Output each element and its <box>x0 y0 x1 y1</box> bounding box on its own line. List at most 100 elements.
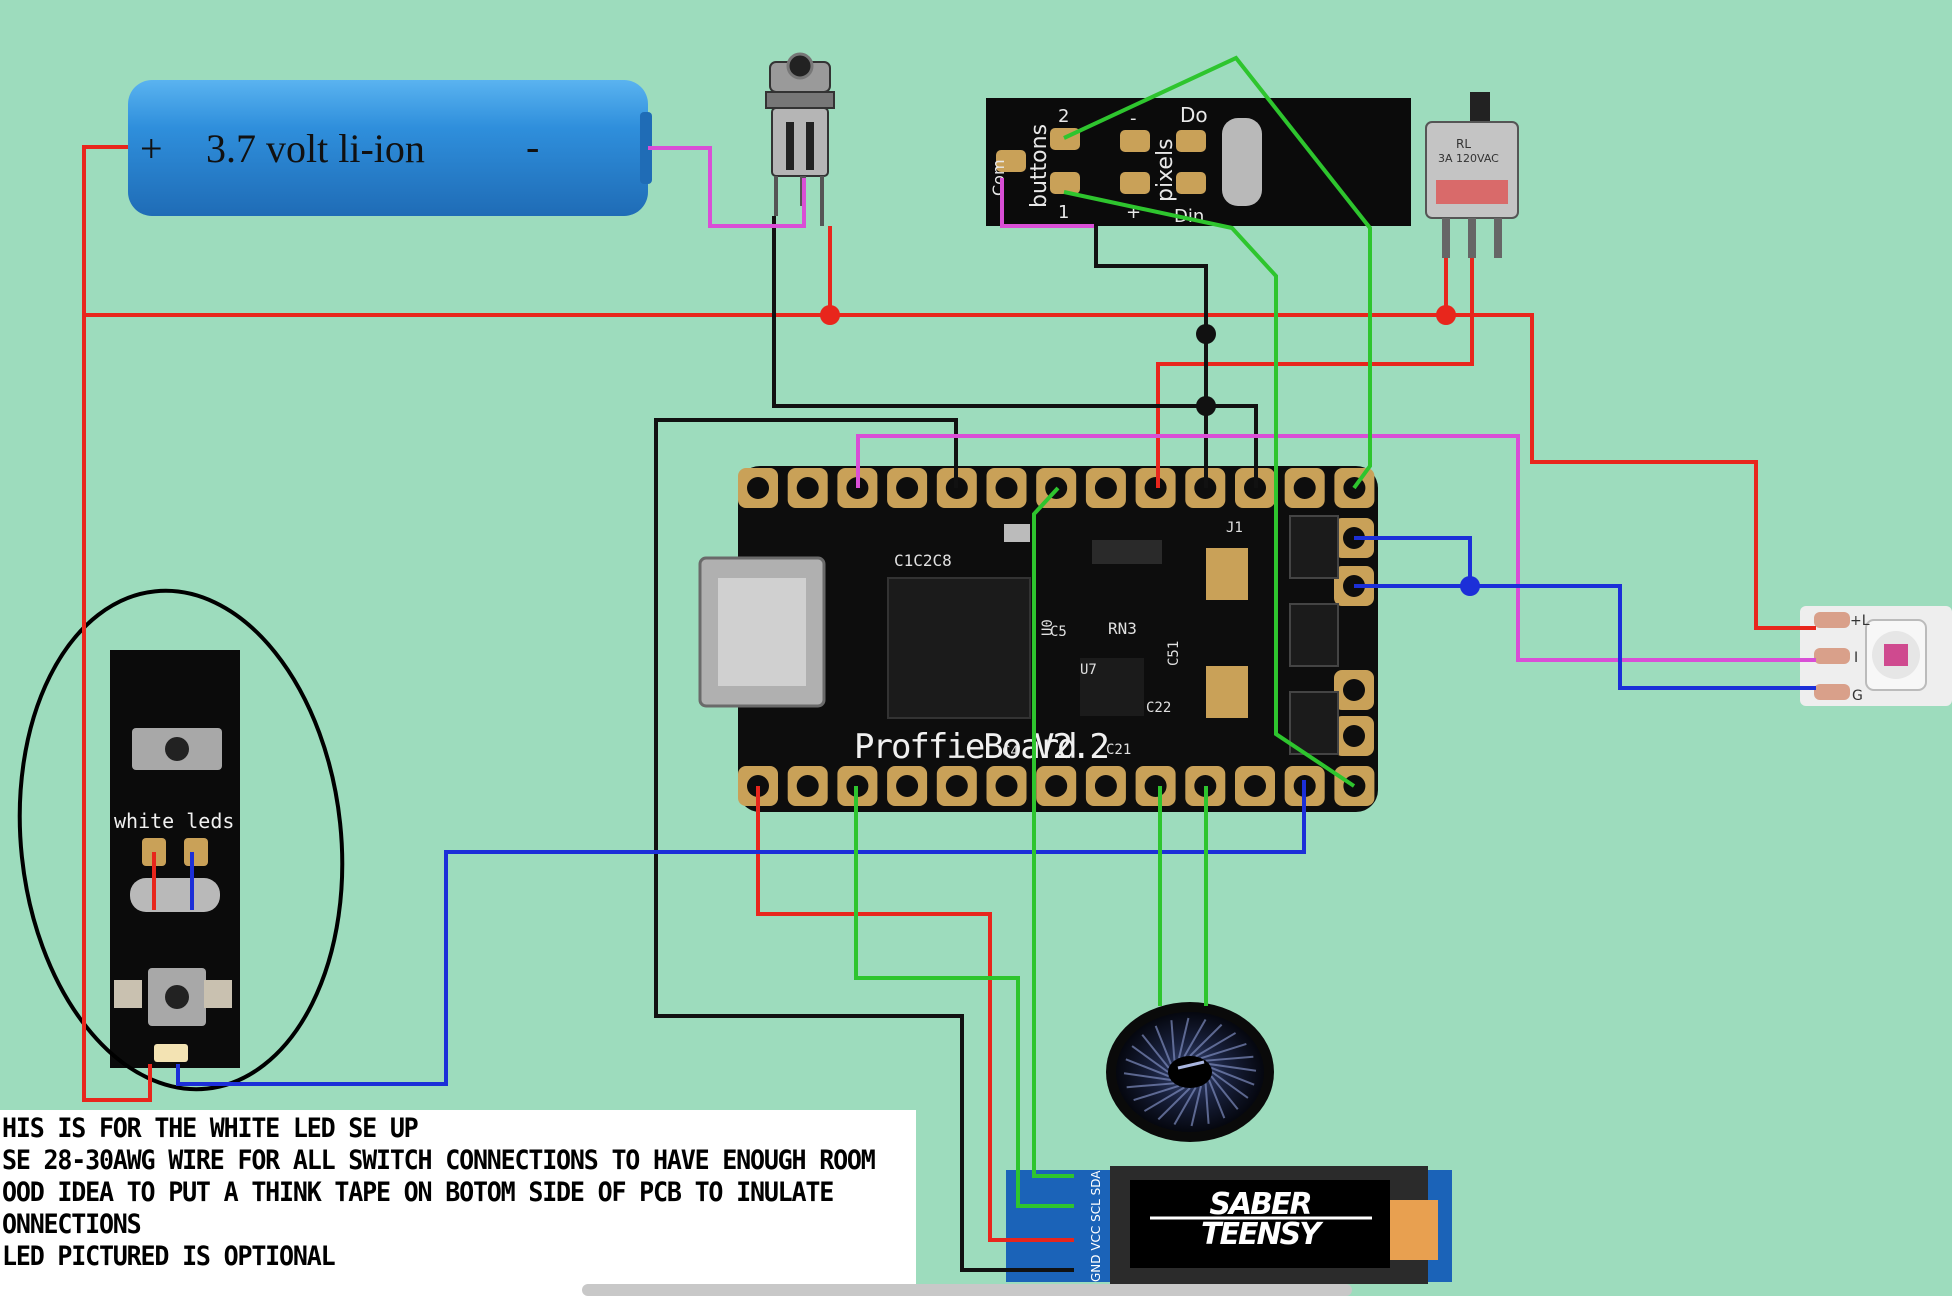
proffieboard-version: V2.2 <box>1034 727 1108 767</box>
board-pad-hole <box>1094 477 1117 499</box>
mark-c21: C21 <box>1106 742 1131 758</box>
speaker-cone-rib <box>1157 1087 1191 1121</box>
board-pad-hole <box>1144 775 1167 797</box>
speaker-cone-rib <box>1125 1058 1170 1078</box>
speaker-cone-rib <box>1183 1019 1207 1058</box>
mark-j1: J1 <box>1226 520 1243 536</box>
speaker-cone-rib <box>1170 1020 1176 1061</box>
oled-logo-line1: SABER <box>1209 1187 1310 1222</box>
board-pad-hole <box>1094 775 1117 797</box>
oled-display: GND VCC SCL SDA SABER TEENSY <box>1006 1166 1452 1284</box>
neopixel-led: +L I G <box>1800 606 1952 706</box>
speaker-cone-rib <box>1123 1072 1172 1081</box>
proffieboard-name: ProffieBoard <box>854 727 1076 767</box>
wire-red-main-rail <box>84 313 1816 630</box>
speaker-cone-rib <box>1200 1042 1247 1060</box>
junction-blue <box>1460 576 1480 596</box>
board-pad-hole <box>945 775 968 797</box>
neopixel-plus-label: +L <box>1850 613 1870 629</box>
wire-green-button-1 <box>1063 55 1372 490</box>
button-pad-1 <box>1050 172 1080 194</box>
mark-c1c2c8: C1C2C8 <box>894 551 952 570</box>
button-board: buttons pixels 2 1 Com Do Din + - <box>986 98 1411 227</box>
speaker-cone-rib <box>1131 1045 1169 1073</box>
junction-black-1 <box>1196 324 1216 344</box>
battery: + 3.7 volt li-ion - <box>128 80 652 216</box>
pixel-pad-do-label: Do <box>1180 103 1208 127</box>
button-pad-com <box>996 150 1026 172</box>
wire-blue-neopixel-2 <box>1354 584 1816 690</box>
junction-red-switch <box>1436 305 1456 325</box>
pixel-pad-minus <box>1120 130 1150 152</box>
board-pad-hole <box>896 775 919 797</box>
wire-black-oled <box>654 418 1074 1272</box>
oled-pin-labels: GND VCC SCL SDA <box>1089 1170 1103 1282</box>
battery-plus-label: + <box>140 126 163 171</box>
proffieboard-side-pads <box>1334 518 1374 756</box>
board-pad-hole <box>1343 775 1366 797</box>
speaker-cone-rib <box>1141 1034 1170 1069</box>
speaker-cone-rib <box>1143 1086 1185 1112</box>
speaker-cone-rib <box>1189 1023 1223 1057</box>
wire-black-port <box>772 216 1258 488</box>
battery-label: 3.7 volt li-ion <box>206 126 425 171</box>
note-line: ONNECTIONS <box>2 1208 142 1240</box>
proffieboard-bottom-pads <box>738 766 1375 806</box>
note-line: LED PICTURED IS OPTIONAL <box>2 1240 336 1272</box>
mark-rn3: RN3 <box>1108 619 1137 638</box>
speaker-cone-rib <box>1195 1032 1237 1058</box>
wire-magenta-battery <box>648 146 806 228</box>
mark-u0: U0 <box>1040 619 1056 636</box>
speaker-cone-rib <box>1133 1084 1180 1102</box>
wire-red-oled <box>756 786 1074 1242</box>
board-pad-hole <box>1343 725 1365 747</box>
pixel-pad-do <box>1176 130 1206 152</box>
slide-switch-marking-1: RL <box>1456 137 1471 151</box>
wire-blue-led <box>176 780 1306 1086</box>
board-pad-hole <box>1244 775 1266 797</box>
speaker-cone-rib <box>1204 1083 1210 1124</box>
wire-black-button <box>1094 226 1208 488</box>
oled-logo-line2: TEENSY <box>1201 1217 1324 1252</box>
neopixel-gnd-label: G <box>1852 688 1863 704</box>
speaker-cone-rib <box>1210 1066 1255 1086</box>
button-pad-com-label: Com <box>989 159 1008 196</box>
board-pad-hole <box>1144 477 1167 499</box>
board-pad-hole <box>1045 775 1068 797</box>
board-pad-hole <box>796 775 819 797</box>
mark-c5: C5 <box>1050 624 1067 640</box>
speaker-cone-rib <box>1178 1017 1190 1059</box>
note-line: OOD IDEA TO PUT A THINK TAPE ON BOTOM SI… <box>2 1176 834 1208</box>
board-pad-hole <box>995 477 1018 499</box>
wire-green-button-2 <box>1063 190 1356 788</box>
button-pad-2-label: 2 <box>1058 106 1069 127</box>
wires <box>82 55 1816 1272</box>
board-pad-hole <box>995 775 1018 797</box>
slide-switch: RL 3A 120VAC <box>1425 92 1519 258</box>
button-pad-1-label: 1 <box>1058 202 1069 223</box>
note-line: HIS IS FOR THE WHITE LED SE UP <box>2 1112 419 1144</box>
pixel-pad-plus <box>1120 172 1150 194</box>
speaker-cone-rib <box>1126 1082 1175 1089</box>
board-pad-hole <box>1293 477 1316 499</box>
board-pad-hole <box>896 477 919 499</box>
speaker-cone-rib <box>1190 1085 1202 1127</box>
speaker-cone-rib <box>1208 1079 1226 1119</box>
button-board-pixels-label: pixels <box>1153 138 1178 202</box>
horizontal-scrollbar[interactable] <box>582 1284 1352 1296</box>
mark-u7: U7 <box>1080 662 1097 678</box>
board-pad-hole <box>1343 679 1365 701</box>
wire-green-oled-1 <box>1032 486 1074 1178</box>
note-line: SE 28-30AWG WIRE FOR ALL SWITCH CONNECTI… <box>2 1144 876 1176</box>
speaker-cone-rib <box>1211 1071 1249 1099</box>
speaker <box>1106 1002 1274 1142</box>
junction-red-port <box>820 305 840 325</box>
speaker-cone-rib <box>1173 1086 1197 1125</box>
notes-box: HIS IS FOR THE WHITE LED SE UP SE 28-30A… <box>0 1110 916 1296</box>
wire-magenta-neopixel <box>856 434 1816 662</box>
board-pad-hole <box>747 477 769 499</box>
junction-black-2 <box>1196 396 1216 416</box>
speaker-cone-rib <box>1154 1025 1172 1065</box>
